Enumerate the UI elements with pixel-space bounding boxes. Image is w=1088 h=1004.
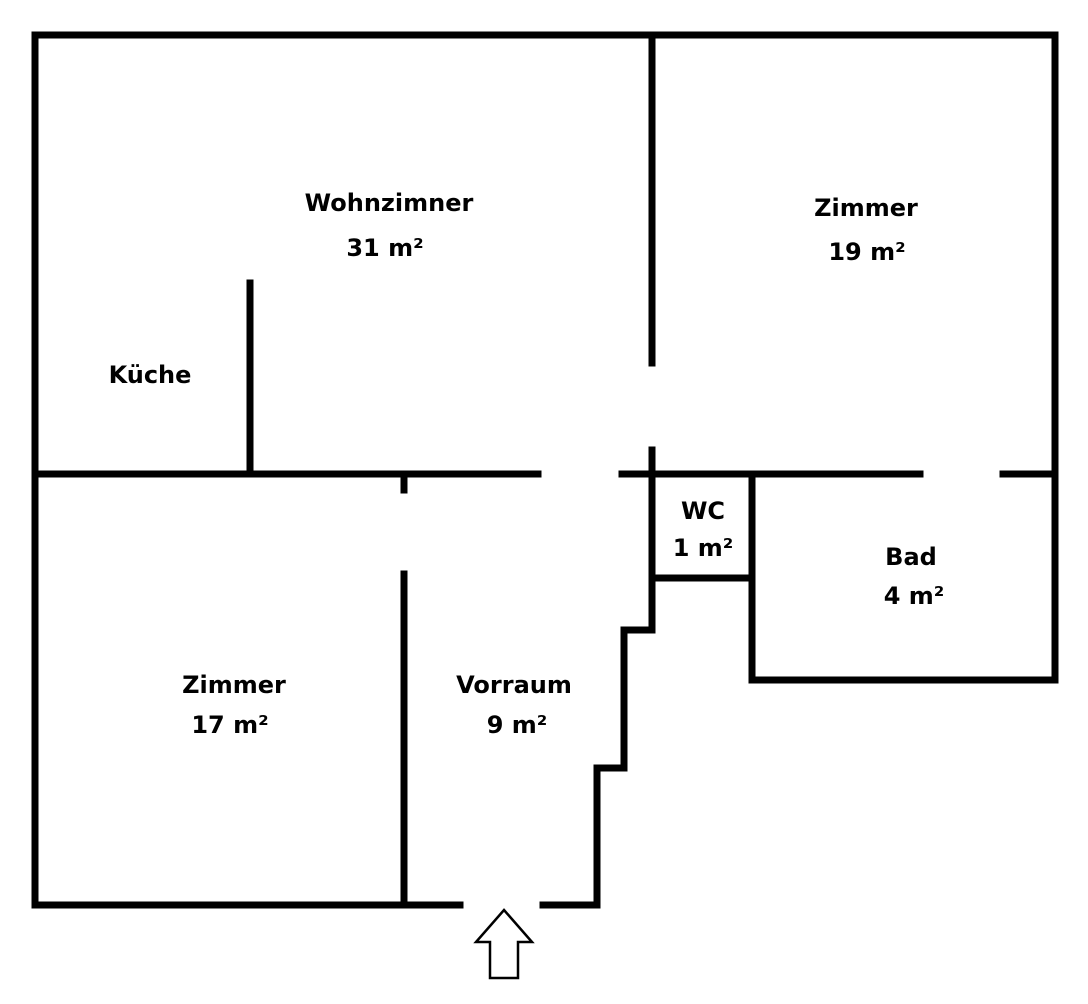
room-label-bad: Bad — [885, 543, 937, 571]
room-label-zimmer-right: Zimmer — [814, 194, 918, 222]
room-area-zimmer-right: 19 m² — [828, 238, 905, 266]
room-label-wc: WC — [681, 497, 725, 525]
room-area-bad: 4 m² — [884, 582, 945, 610]
room-area-wohnzimmer: 31 m² — [346, 234, 423, 262]
exterior-walls — [31, 31, 1059, 909]
room-area-wc: 1 m² — [673, 534, 734, 562]
interior-walls — [31, 31, 1059, 909]
room-label-wohnzimmer: Wohnzimner — [305, 189, 474, 217]
room-area-zimmer-left: 17 m² — [191, 711, 268, 739]
up-arrow-icon — [473, 908, 535, 980]
room-area-vorraum: 9 m² — [487, 711, 548, 739]
room-label-kueche: Küche — [109, 361, 192, 389]
room-label-vorraum: Vorraum — [456, 671, 572, 699]
room-label-zimmer-left: Zimmer — [182, 671, 286, 699]
